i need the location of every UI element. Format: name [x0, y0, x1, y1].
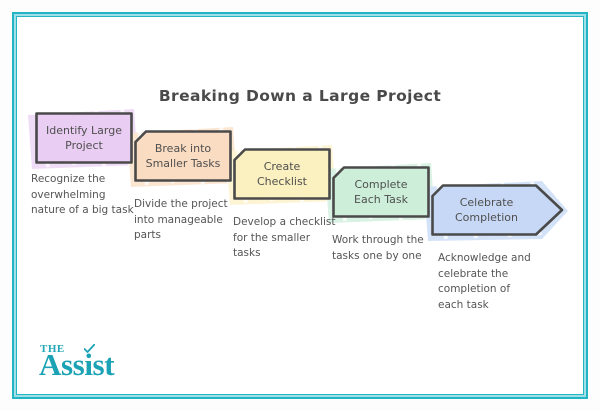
step-2-shape: [134, 130, 232, 182]
step-3-caption: Develop a checklist for the smaller task…: [233, 216, 336, 259]
process-step-3[interactable]: Create Checklist: [226, 144, 336, 205]
step-1-shape: [35, 112, 133, 164]
step-5-caption: Acknowledge and celebrate the completion…: [438, 252, 531, 311]
brand-logo[interactable]: THE Assist: [39, 343, 115, 382]
process-step-5[interactable]: Celebrate Completion: [424, 180, 568, 241]
step-2-caption: Divide the project into manageable parts: [134, 198, 228, 241]
brand-logo-the: THE: [40, 343, 65, 355]
process-step-4[interactable]: Complete Each Task: [325, 162, 435, 223]
step-4-shape: [332, 166, 430, 218]
check-tick-icon: [84, 344, 96, 353]
brand-logo-name: Assist: [39, 344, 115, 382]
step-4-caption: Work through the tasks one by one: [332, 234, 424, 262]
brand-logo-wordmark: Assist: [39, 347, 115, 382]
process-step-1[interactable]: Identify Large Project: [28, 108, 138, 169]
step-3-shape: [233, 148, 331, 200]
page-title: Breaking Down a Large Project: [158, 87, 442, 106]
step-5-arrow-shape: [431, 184, 564, 236]
step-1-caption: Recognize the overwhelming nature of a b…: [31, 173, 134, 216]
slide-content-area: Breaking Down a Large Project Identify L…: [17, 17, 583, 394]
process-step-2[interactable]: Break into Smaller Tasks: [127, 126, 237, 187]
